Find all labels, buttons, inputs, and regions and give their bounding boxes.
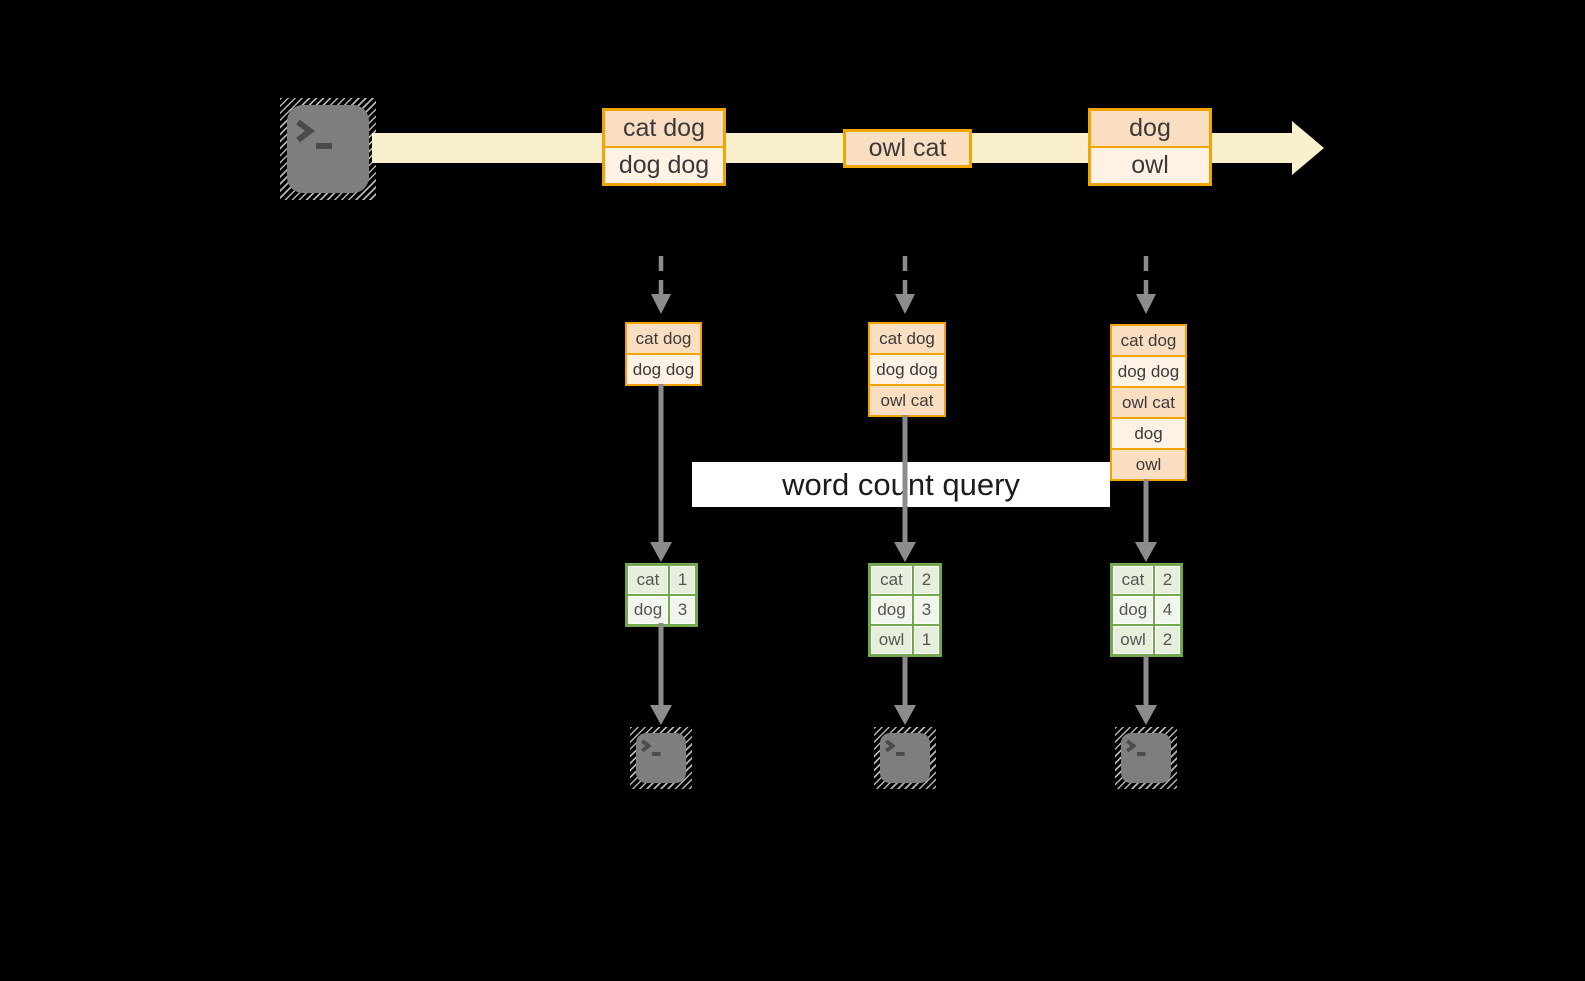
count-cell: 2 [1155, 626, 1180, 654]
count-table-3: cat 2 dog 4 owl 2 [1110, 563, 1183, 657]
event-cell: owl cat [846, 132, 969, 165]
count-table-1: cat 1 dog 3 [625, 563, 698, 627]
dashed-down-arrow-icon [651, 256, 671, 314]
terminal-icon [1115, 727, 1177, 789]
prompt-icon [641, 739, 661, 756]
buffer-cell: owl cat [1112, 386, 1185, 417]
stream-event-box-3: dog owl [1088, 108, 1212, 186]
dashed-down-arrow-icon [1136, 256, 1156, 314]
word-cell: cat [628, 566, 668, 594]
down-arrow-icon [894, 415, 916, 562]
buffer-cell: dog dog [870, 353, 944, 384]
count-cell: 2 [914, 566, 939, 594]
down-arrow-icon [894, 655, 916, 725]
count-cell: 4 [1155, 596, 1180, 624]
word-cell: dog [871, 596, 912, 624]
event-cell: cat dog [605, 111, 723, 146]
buffer-cell: dog dog [627, 353, 700, 384]
terminal-icon [874, 727, 936, 789]
prompt-icon [1126, 739, 1146, 756]
word-cell: owl [871, 626, 912, 654]
down-arrow-icon [1135, 655, 1157, 725]
stream-event-box-1: cat dog dog dog [602, 108, 726, 186]
event-cell: dog dog [605, 146, 723, 183]
word-cell: dog [628, 596, 668, 624]
prompt-icon [296, 119, 332, 149]
buffer-cell: cat dog [870, 324, 944, 353]
buffer-stack-2: cat dog dog dog owl cat [868, 322, 946, 417]
word-cell: dog [1113, 596, 1153, 624]
down-arrow-icon [1135, 479, 1157, 562]
terminal-icon [630, 727, 692, 789]
prompt-icon [885, 739, 905, 756]
stream-arrowhead-icon [1292, 121, 1324, 175]
buffer-stack-3: cat dog dog dog owl cat dog owl [1110, 324, 1187, 481]
buffer-cell: cat dog [1112, 326, 1185, 355]
word-cell: owl [1113, 626, 1153, 654]
buffer-stack-1: cat dog dog dog [625, 322, 702, 386]
event-cell: owl [1091, 146, 1209, 183]
buffer-cell: cat dog [627, 324, 700, 353]
buffer-cell: owl cat [870, 384, 944, 415]
count-cell: 1 [670, 566, 695, 594]
count-cell: 3 [914, 596, 939, 624]
word-cell: cat [871, 566, 912, 594]
query-banner: word count query [692, 462, 1110, 507]
count-cell: 1 [914, 626, 939, 654]
dashed-down-arrow-icon [895, 256, 915, 314]
count-table-2: cat 2 dog 3 owl 1 [868, 563, 942, 657]
buffer-cell: owl [1112, 448, 1185, 479]
stream-event-box-2: owl cat [843, 129, 972, 168]
count-cell: 2 [1155, 566, 1180, 594]
word-cell: cat [1113, 566, 1153, 594]
buffer-cell: dog dog [1112, 355, 1185, 386]
down-arrow-icon [650, 623, 672, 725]
buffer-cell: dog [1112, 417, 1185, 448]
down-arrow-icon [650, 384, 672, 562]
terminal-icon [280, 98, 376, 200]
count-cell: 3 [670, 596, 695, 624]
event-cell: dog [1091, 111, 1209, 146]
